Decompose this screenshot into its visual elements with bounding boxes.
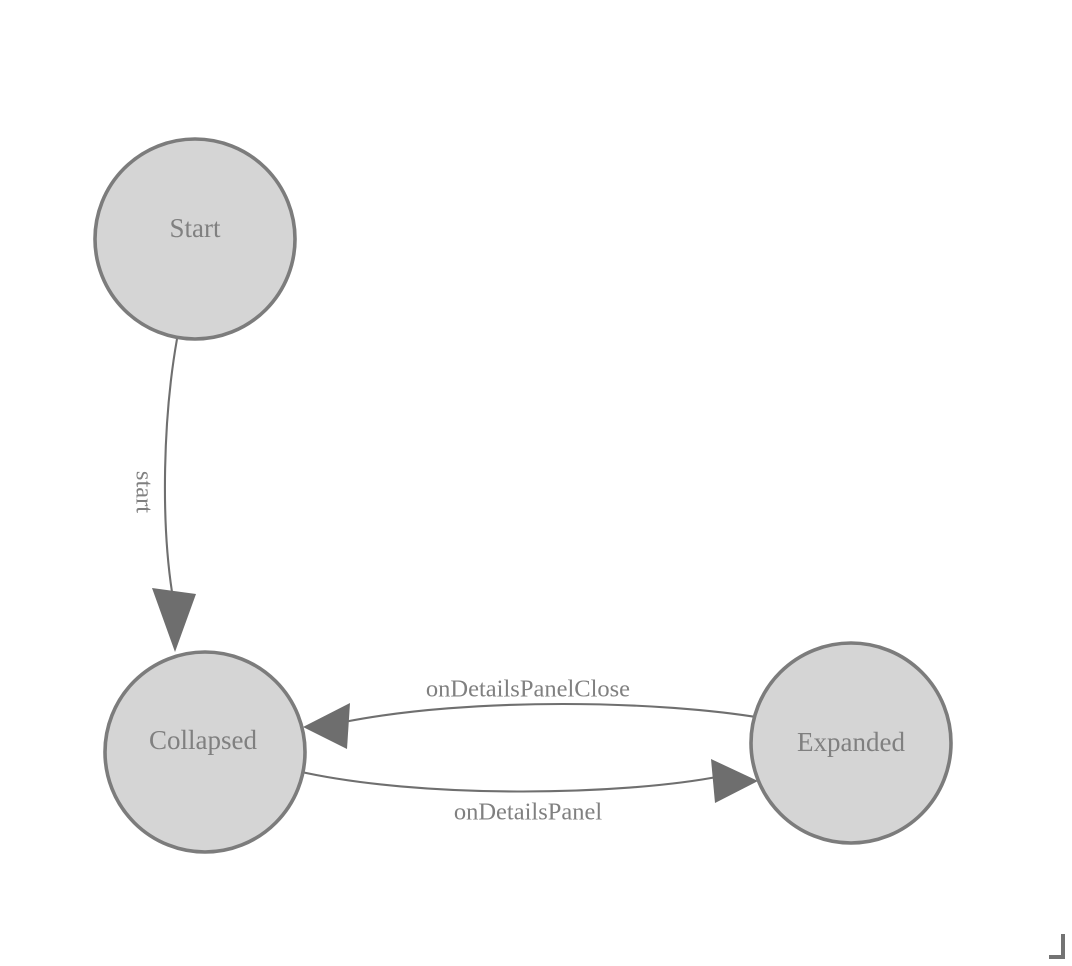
edge-collapsed-to-expanded-path [296, 769, 723, 793]
resize-corner-mark[interactable] [1049, 934, 1065, 959]
node-collapsed[interactable]: Collapsed [103, 650, 307, 854]
edge-collapsed-to-expanded[interactable]: onDetailsPanel [296, 759, 758, 826]
edge-label-start: start [131, 471, 158, 513]
edge-start-to-collapsed-path [163, 338, 179, 593]
node-expanded-label: Expanded [797, 727, 905, 757]
node-expanded[interactable]: Expanded [749, 641, 953, 845]
arrowhead-down-to-collapsed [152, 588, 196, 652]
node-start-circle [93, 137, 297, 341]
resize-corner-glyph [1049, 934, 1065, 959]
edge-start-to-collapsed[interactable]: start [131, 338, 197, 652]
arrowhead-right-to-expanded [711, 759, 758, 803]
edge-expanded-to-collapsed[interactable]: onDetailsPanelClose [303, 676, 769, 750]
edge-expanded-to-collapsed-path [343, 702, 769, 724]
node-start[interactable]: Start [93, 137, 297, 341]
node-collapsed-label: Collapsed [149, 725, 257, 755]
node-expanded-circle [749, 641, 953, 845]
edge-label-on-details-panel-close: onDetailsPanelClose [426, 676, 630, 703]
edge-label-on-details-panel: onDetailsPanel [454, 799, 603, 826]
arrowhead-left-to-collapsed [303, 703, 350, 749]
node-start-label: Start [170, 213, 221, 243]
node-collapsed-circle [103, 650, 307, 854]
